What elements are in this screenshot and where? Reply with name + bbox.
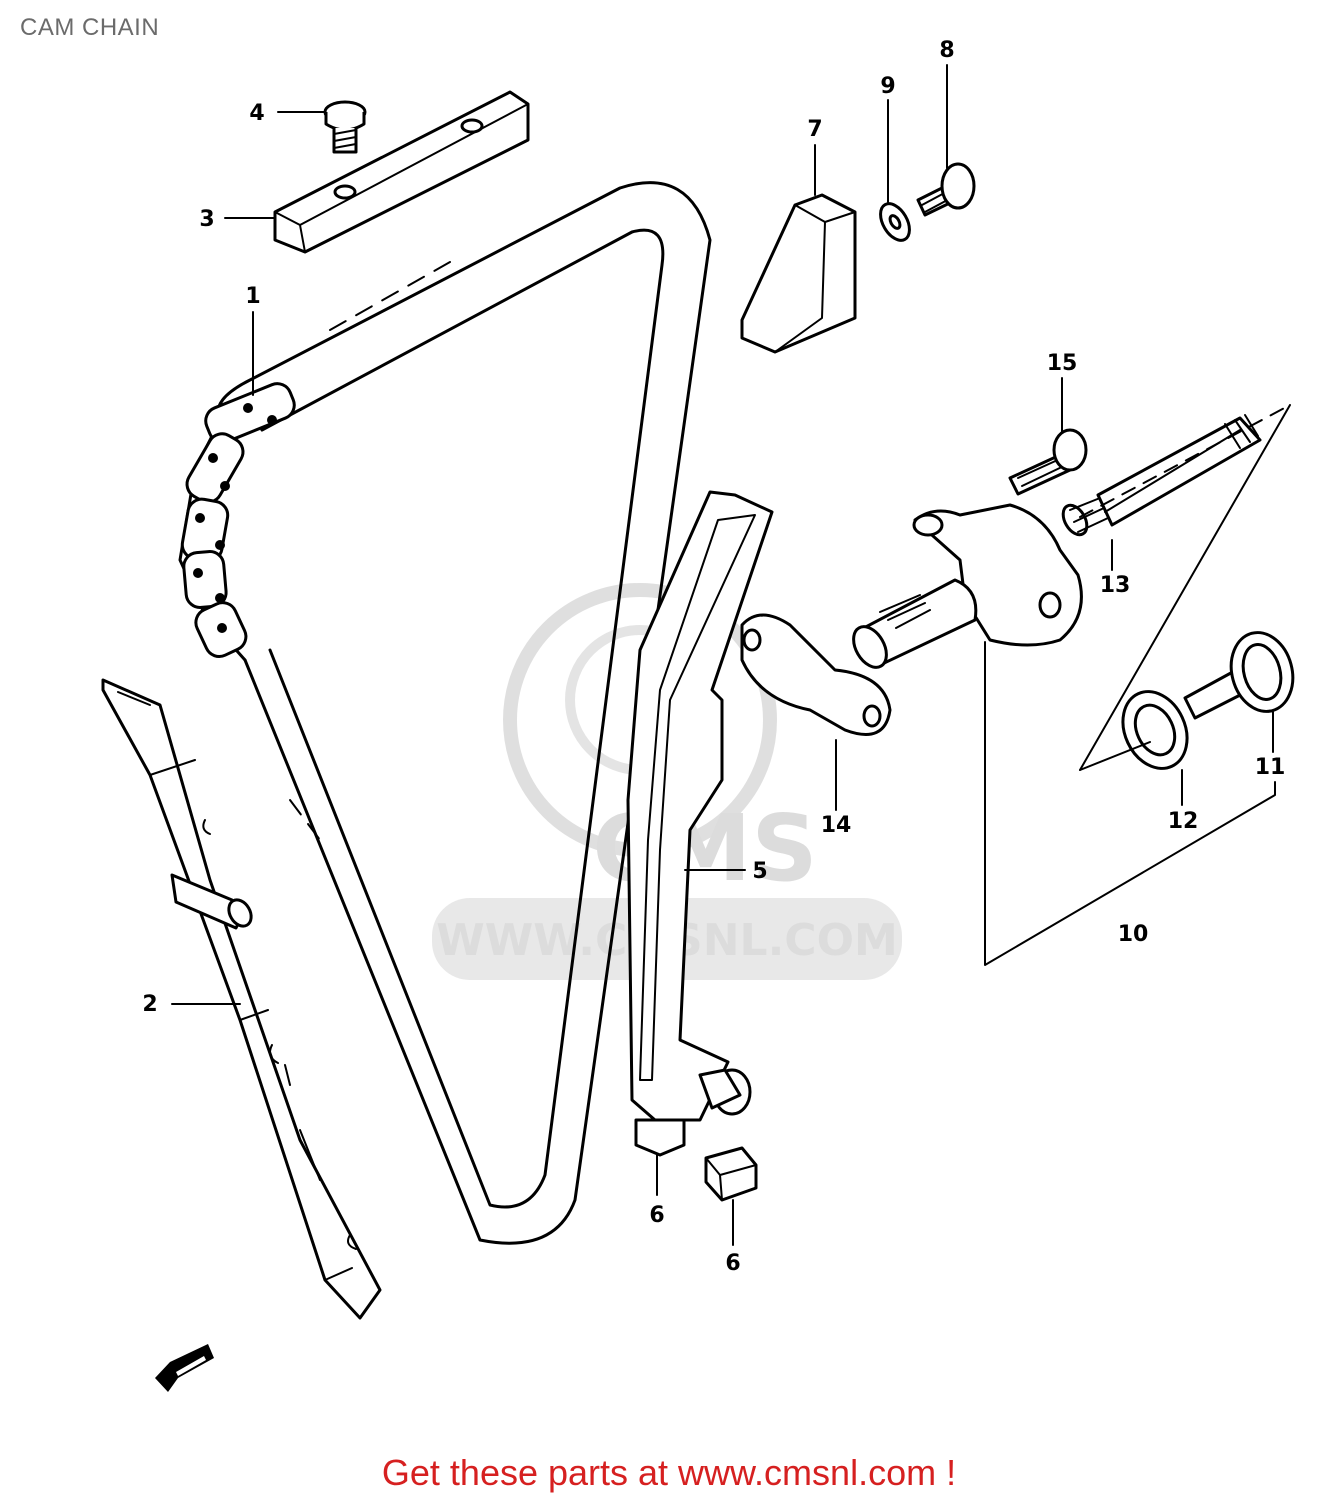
part-12-washer (1121, 690, 1189, 770)
part-7-block (740, 193, 857, 354)
page-title: CAM CHAIN (20, 14, 160, 41)
part-3-upper-guide (273, 90, 530, 254)
assembly-bracket-lines (984, 404, 1291, 966)
callout-6b: 6 (725, 1251, 740, 1276)
part-1-cam-chain (178, 181, 712, 1245)
callout-3: 3 (199, 207, 214, 232)
part-2-chain-guide (101, 678, 382, 1320)
front-direction-arrow-icon (155, 1344, 214, 1392)
callout-6a: 6 (649, 1203, 664, 1228)
callout-15: 15 (1047, 351, 1078, 376)
callout-4: 4 (249, 101, 264, 126)
part-13-spring (1061, 414, 1262, 537)
callout-11: 11 (1255, 755, 1286, 780)
part-5-tensioner-guide (626, 490, 774, 1157)
callout-12: 12 (1168, 809, 1199, 834)
callout-7: 7 (807, 117, 822, 142)
part-4-bolt (323, 100, 367, 154)
leader-lines (171, 64, 1274, 1246)
callout-labels: 1 2 3 4 5 6 6 7 8 9 10 11 12 13 14 15 (142, 38, 1285, 1276)
watermark-brand: CMS (592, 795, 817, 902)
callout-14: 14 (821, 813, 852, 838)
callout-1: 1 (245, 284, 260, 309)
callout-2: 2 (142, 992, 157, 1017)
cmsnl-watermark: CMS WWW.CMSNL.COM (432, 583, 902, 980)
chain-links (180, 382, 296, 659)
part-9-washer (879, 202, 911, 242)
part-14-gasket (740, 613, 892, 736)
part-15-bolt (1008, 428, 1088, 496)
part-10-tensioner-assembly (852, 503, 1083, 669)
callout-5: 5 (752, 859, 767, 884)
part-6-bushing (704, 1146, 758, 1202)
callout-13: 13 (1100, 573, 1131, 598)
part-8-bolt (916, 162, 976, 217)
callout-9: 9 (880, 74, 895, 99)
callout-10: 10 (1118, 922, 1149, 947)
cam-chain-exploded-diagram: CMS WWW.CMSNL.COM (101, 38, 1295, 1392)
promo-link[interactable]: Get these parts at www.cmsnl.com ! (381, 1452, 957, 1493)
part-11-plug-bolt (1183, 631, 1295, 720)
callout-8: 8 (939, 38, 954, 63)
